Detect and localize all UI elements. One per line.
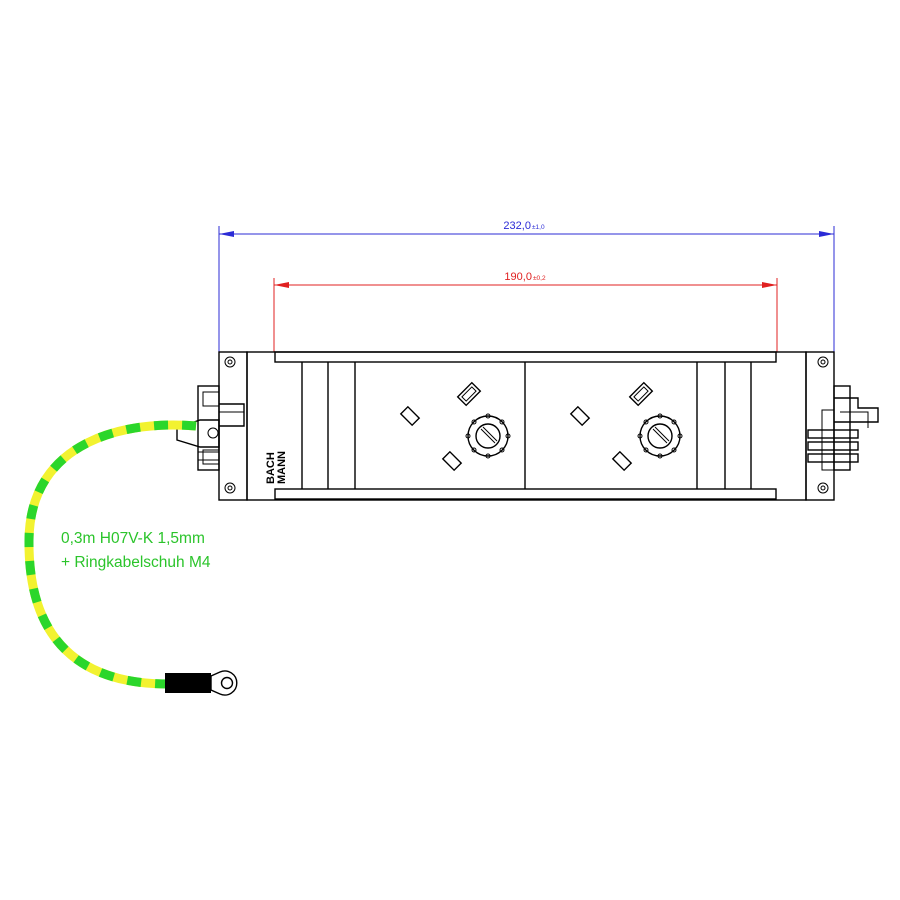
left-connector bbox=[176, 385, 245, 471]
socket-1-slot-live bbox=[399, 405, 421, 427]
ring-cable-lug bbox=[165, 670, 238, 696]
earth-cable bbox=[24, 420, 197, 689]
inner-arrow-left bbox=[274, 282, 289, 288]
socket-2 bbox=[569, 381, 683, 472]
socket-2-slot-earth bbox=[628, 381, 654, 407]
screw-bottom-left bbox=[224, 482, 236, 494]
socket-1-fuse bbox=[465, 413, 511, 459]
overall-dimension-text: 232,0±1,0 bbox=[503, 220, 545, 232]
inner-dimension-text: 190,0±0,2 bbox=[504, 271, 546, 283]
cable-label-line-2: + Ringkabelschuh M4 bbox=[61, 554, 211, 571]
top-rail bbox=[274, 351, 777, 363]
lug-sleeve bbox=[165, 673, 211, 693]
overall-arrow-left bbox=[219, 231, 234, 237]
housing bbox=[246, 351, 807, 501]
screw-top-right bbox=[817, 356, 829, 368]
right-connector bbox=[807, 385, 879, 471]
brand-logo: BACH MANN bbox=[265, 451, 288, 484]
screw-top-left bbox=[224, 356, 236, 368]
socket-1-slot-neutral bbox=[441, 450, 463, 472]
socket-1 bbox=[399, 381, 511, 472]
socket-2-slot-live bbox=[569, 405, 591, 427]
overall-arrow-right bbox=[819, 231, 834, 237]
inner-dimension: 190,0±0,2 bbox=[273, 271, 778, 352]
socket-1-slot-earth bbox=[456, 381, 482, 407]
brand-line-2: MANN bbox=[276, 451, 288, 484]
lug-ring bbox=[210, 670, 238, 696]
right-end-cap bbox=[805, 351, 835, 501]
brand-line-1: BACH bbox=[265, 452, 277, 484]
socket-2-slot-neutral bbox=[611, 450, 633, 472]
socket-strip: BACH MANN bbox=[218, 351, 835, 501]
overall-dimension: 232,0±1,0 bbox=[218, 220, 835, 352]
socket-2-fuse bbox=[637, 413, 683, 459]
inner-arrow-right bbox=[762, 282, 777, 288]
bottom-rail bbox=[274, 488, 777, 500]
cable-green-stripe bbox=[24, 420, 197, 689]
lug-hole bbox=[220, 676, 234, 690]
cable-label-line-1: 0,3m H07V-K 1,5mm bbox=[61, 530, 205, 547]
cable-label: 0,3m H07V-K 1,5mm + Ringkabelschuh M4 bbox=[61, 530, 211, 571]
screw-bottom-right bbox=[817, 482, 829, 494]
